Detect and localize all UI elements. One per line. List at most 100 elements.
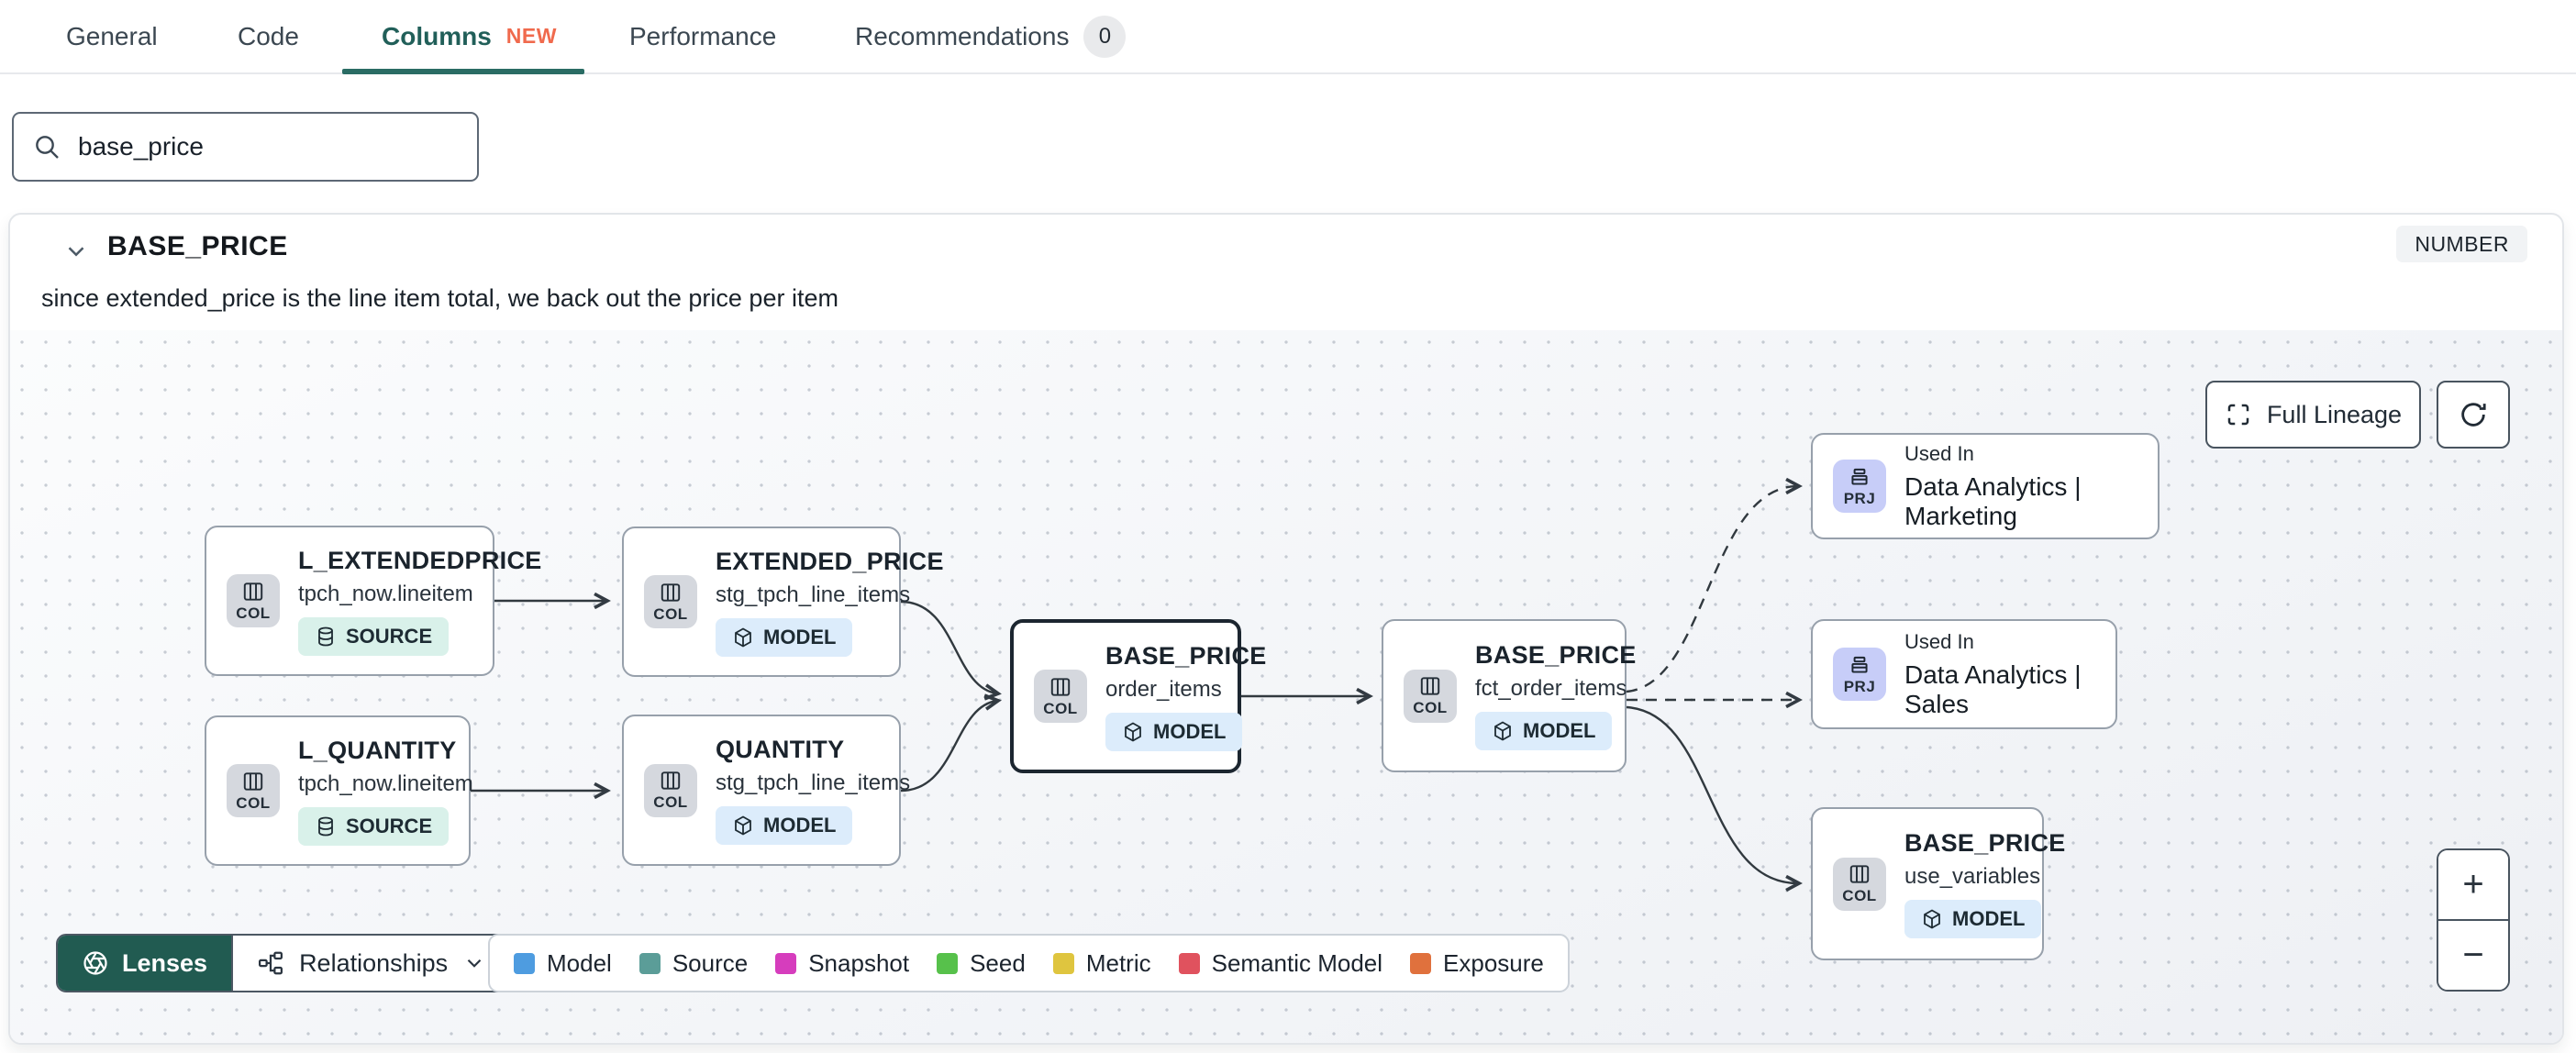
chevron-down-icon — [467, 959, 482, 968]
database-icon — [318, 816, 333, 836]
node-exposure-marketing[interactable]: PRJ Used In Data Analytics | Marketing — [1811, 433, 2160, 539]
column-description: since extended_price is the line item to… — [41, 284, 838, 312]
tab-general[interactable]: General — [66, 0, 158, 72]
resource-label: SOURCE — [346, 814, 433, 837]
search-icon — [32, 132, 61, 161]
tab-bar: General Code Columns NEW Performance Rec… — [0, 0, 2576, 74]
column-kind-badge: COL — [644, 575, 697, 628]
lineage-edges — [471, 477, 1803, 892]
lenses-button[interactable]: Lenses — [58, 936, 232, 991]
legend-item-seed: Seed — [937, 949, 1026, 978]
kind-label: COL — [236, 793, 271, 812]
project-kind-badge: PRJ — [1833, 460, 1886, 513]
database-icon — [318, 626, 333, 646]
column-kind-badge: COL — [1034, 670, 1087, 723]
node-base-price-order-items[interactable]: COL BASE_PRICE order_items MODEL — [1010, 619, 1266, 773]
recommendations-count-badge: 0 — [1083, 15, 1127, 58]
column-kind-badge: COL — [227, 574, 280, 627]
search-input[interactable] — [78, 132, 459, 161]
project-kind-badge: PRJ — [1833, 648, 1886, 701]
column-card: BASE_PRICE NUMBER since extended_price i… — [8, 213, 2564, 1045]
full-lineage-label: Full Lineage — [2266, 400, 2403, 428]
node-l-extendedprice[interactable]: COL L_EXTENDEDPRICE tpch_now.lineitem SO… — [205, 526, 541, 676]
node-subtitle: tpch_now.lineitem — [298, 770, 473, 796]
legend-item-source: Source — [638, 948, 749, 978]
tab-recommendations[interactable]: Recommendations 0 — [855, 0, 1127, 72]
tab-general-label: General — [66, 21, 158, 50]
lenses-toolbar: Lenses Relationships — [56, 934, 513, 992]
full-lineage-button[interactable]: Full Lineage — [2205, 381, 2421, 449]
node-title: BASE_PRICE — [1475, 641, 1637, 669]
cube-icon — [1924, 909, 1940, 929]
columns-icon — [661, 771, 681, 790]
kind-label: COL — [653, 793, 688, 811]
legend-swatch — [937, 952, 959, 974]
collapse-chevron-down-icon[interactable] — [58, 233, 94, 270]
kind-label: PRJ — [1843, 489, 1876, 507]
node-extended-price[interactable]: COL EXTENDED_PRICE stg_tpch_line_items M… — [622, 526, 943, 677]
zoom-out-button[interactable]: − — [2438, 921, 2508, 990]
legend-swatch — [775, 952, 797, 974]
tab-performance[interactable]: Performance — [629, 0, 776, 72]
column-type-badge: NUMBER — [2396, 226, 2527, 262]
stack-icon — [1851, 656, 1868, 673]
refresh-button[interactable] — [2437, 381, 2510, 449]
node-exposure-sales[interactable]: PRJ Used In Data Analytics | Sales — [1811, 619, 2117, 729]
node-title: BASE_PRICE — [1904, 829, 2066, 857]
cube-icon — [1494, 721, 1511, 741]
stack-icon — [1851, 468, 1868, 485]
node-quantity[interactable]: COL QUANTITY stg_tpch_line_items MODEL — [622, 715, 910, 866]
kind-label: COL — [236, 604, 271, 622]
lineage-canvas[interactable]: COL L_EXTENDEDPRICE tpch_now.lineitem SO… — [10, 330, 2562, 1043]
tab-performance-label: Performance — [629, 21, 777, 50]
tab-code[interactable]: Code — [238, 0, 299, 72]
column-card-header: BASE_PRICE NUMBER — [10, 215, 2562, 279]
tab-recommendations-label: Recommendations — [855, 21, 1070, 50]
column-search — [12, 112, 479, 182]
cube-icon — [735, 626, 751, 648]
legend-swatch — [1410, 952, 1432, 974]
columns-icon — [1050, 677, 1071, 696]
legend-label: Seed — [970, 948, 1026, 977]
node-title: BASE_PRICE — [1105, 641, 1267, 670]
kind-label: PRJ — [1843, 677, 1876, 695]
resource-legend: Model Source Snapshot Seed Metric Semant… — [488, 934, 1570, 992]
legend-swatch — [1052, 952, 1074, 974]
relationships-select[interactable]: Relationships — [231, 936, 511, 991]
resource-label: MODEL — [1523, 719, 1596, 742]
legend-item-model: Model — [514, 949, 612, 978]
new-badge: NEW — [505, 24, 557, 48]
node-l-quantity[interactable]: COL L_QUANTITY tpch_now.lineitem SOURCE — [205, 715, 473, 866]
legend-swatch — [514, 952, 535, 974]
used-in-label: Used In — [1904, 629, 1974, 653]
legend-label: Metric — [1085, 948, 1151, 977]
node-base-price-use-variables[interactable]: COL BASE_PRICE use_variables MODEL — [1811, 807, 2065, 960]
columns-icon — [661, 582, 681, 602]
columns-icon — [1849, 865, 1870, 883]
node-base-price-fct-order-items[interactable]: COL BASE_PRICE fct_order_items MODEL — [1382, 619, 1636, 772]
node-title: Data Analytics | Sales — [1904, 660, 2082, 718]
tab-columns[interactable]: Columns NEW — [382, 0, 557, 72]
legend-label: Model — [547, 948, 612, 977]
resource-label: MODEL — [763, 814, 837, 837]
node-title: EXTENDED_PRICE — [716, 547, 944, 575]
kind-label: COL — [1413, 699, 1448, 716]
refresh-icon — [2461, 403, 2486, 427]
legend-label: Source — [672, 948, 749, 977]
node-title: QUANTITY — [716, 736, 845, 763]
node-subtitle: tpch_now.lineitem — [298, 581, 473, 606]
aperture-icon — [83, 951, 107, 975]
relationships-icon — [259, 951, 283, 975]
resource-badge-model: MODEL — [716, 806, 853, 845]
legend-label: Exposure — [1443, 948, 1544, 977]
zoom-in-button[interactable]: + — [2438, 850, 2508, 921]
node-title: L_QUANTITY — [298, 736, 457, 764]
node-subtitle: stg_tpch_line_items — [716, 582, 911, 607]
resource-label: SOURCE — [346, 624, 433, 648]
node-title: L_EXTENDEDPRICE — [298, 546, 542, 574]
node-subtitle: order_items — [1105, 676, 1222, 702]
legend-swatch — [1178, 952, 1200, 974]
lenses-label: Lenses — [122, 948, 208, 977]
zoom-controls: + − — [2437, 848, 2510, 992]
active-tab-underline — [342, 69, 584, 74]
